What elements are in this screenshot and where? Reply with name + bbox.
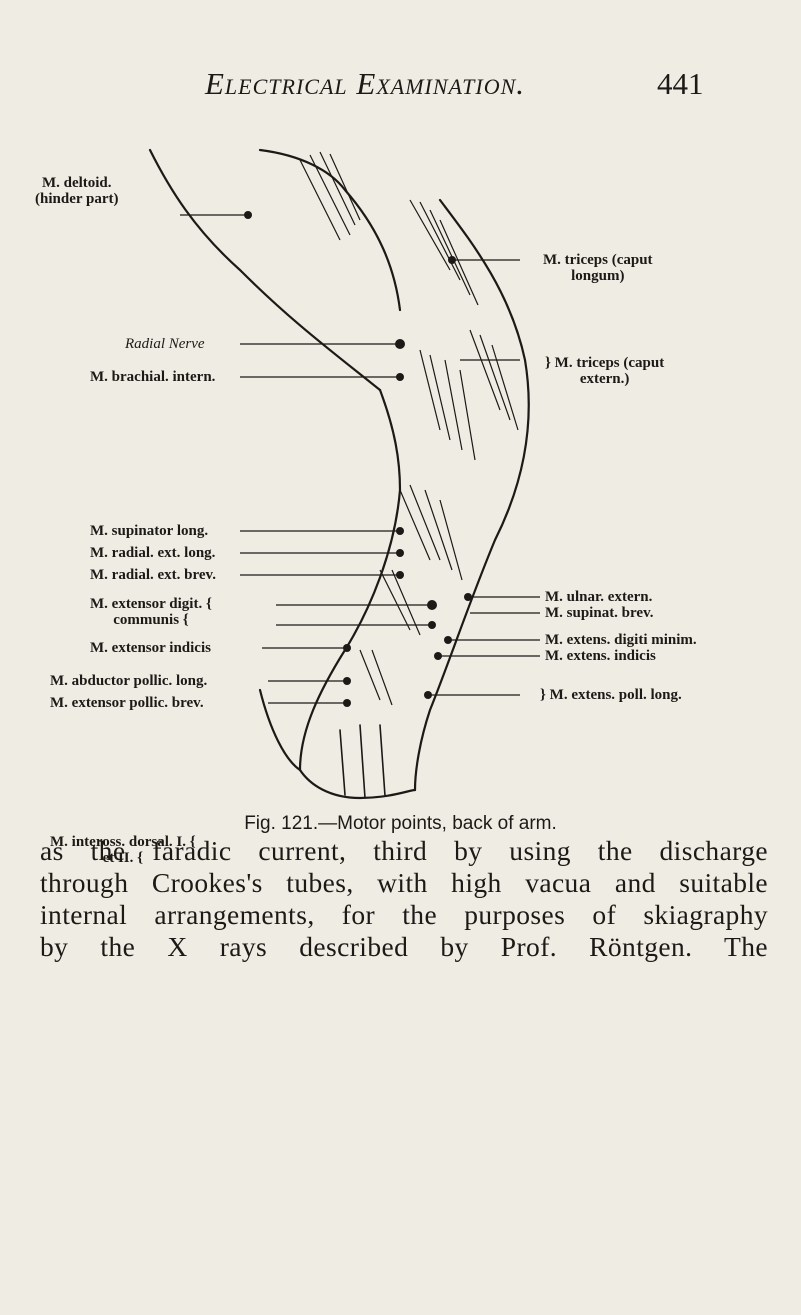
- label-supinator-long: M. supinator long.: [90, 523, 209, 539]
- page-header: Electrical Examination. 441: [0, 66, 801, 106]
- label-inteross-dorsal-i-ii: M. inteross. dorsal. I. {et II. {: [50, 834, 196, 866]
- figure-caption: Fig. 121.—Motor points, back of arm.: [244, 813, 557, 834]
- label-radial-ext-brev: M. radial. ext. brev.: [90, 567, 216, 583]
- page-number: 441: [657, 66, 704, 101]
- label-radial-ext-long: M. radial. ext. long.: [90, 545, 216, 561]
- body-line: internal arrangements, for the purposes …: [40, 899, 768, 930]
- body-text: as the faradic current, third by using t…: [40, 835, 768, 963]
- running-title: Electrical Examination.: [205, 66, 526, 101]
- label-extensor-indicis: M. extensor indicis: [90, 640, 211, 656]
- label-extens-indicis: M. extens. indicis: [545, 648, 656, 664]
- body-line: through Crookes's tubes, with high vacua…: [40, 867, 768, 898]
- label-extensor-digit-communis: M. extensor digit. {communis {: [90, 596, 212, 628]
- label-radial-nerve: Radial Nerve: [125, 336, 205, 352]
- label-extensor-pollic-brev: M. extensor pollic. brev.: [50, 695, 204, 711]
- body-line: as the faradic current, third by using t…: [40, 835, 768, 866]
- label-brachial-intern: M. brachial. intern.: [90, 369, 216, 385]
- arm-illustration: [148, 148, 540, 843]
- label-supinat-brev: M. supinat. brev.: [545, 605, 654, 621]
- body-line: by the X rays described by Prof. Röntgen…: [40, 931, 768, 962]
- label-ulnar-extern: M. ulnar. extern.: [545, 589, 653, 605]
- label-abductor-pollic-long: M. abductor pollic. long.: [50, 673, 208, 689]
- label-extens-digiti-minim: M. extens. digiti minim.: [545, 632, 697, 648]
- label-extens-poll-long: } M. extens. poll. long.: [540, 687, 682, 703]
- label-deltoid: M. deltoid.(hinder part): [35, 175, 119, 207]
- anatomical-figure: M. deltoid.(hinder part) Radial Nerve M.…: [0, 130, 801, 866]
